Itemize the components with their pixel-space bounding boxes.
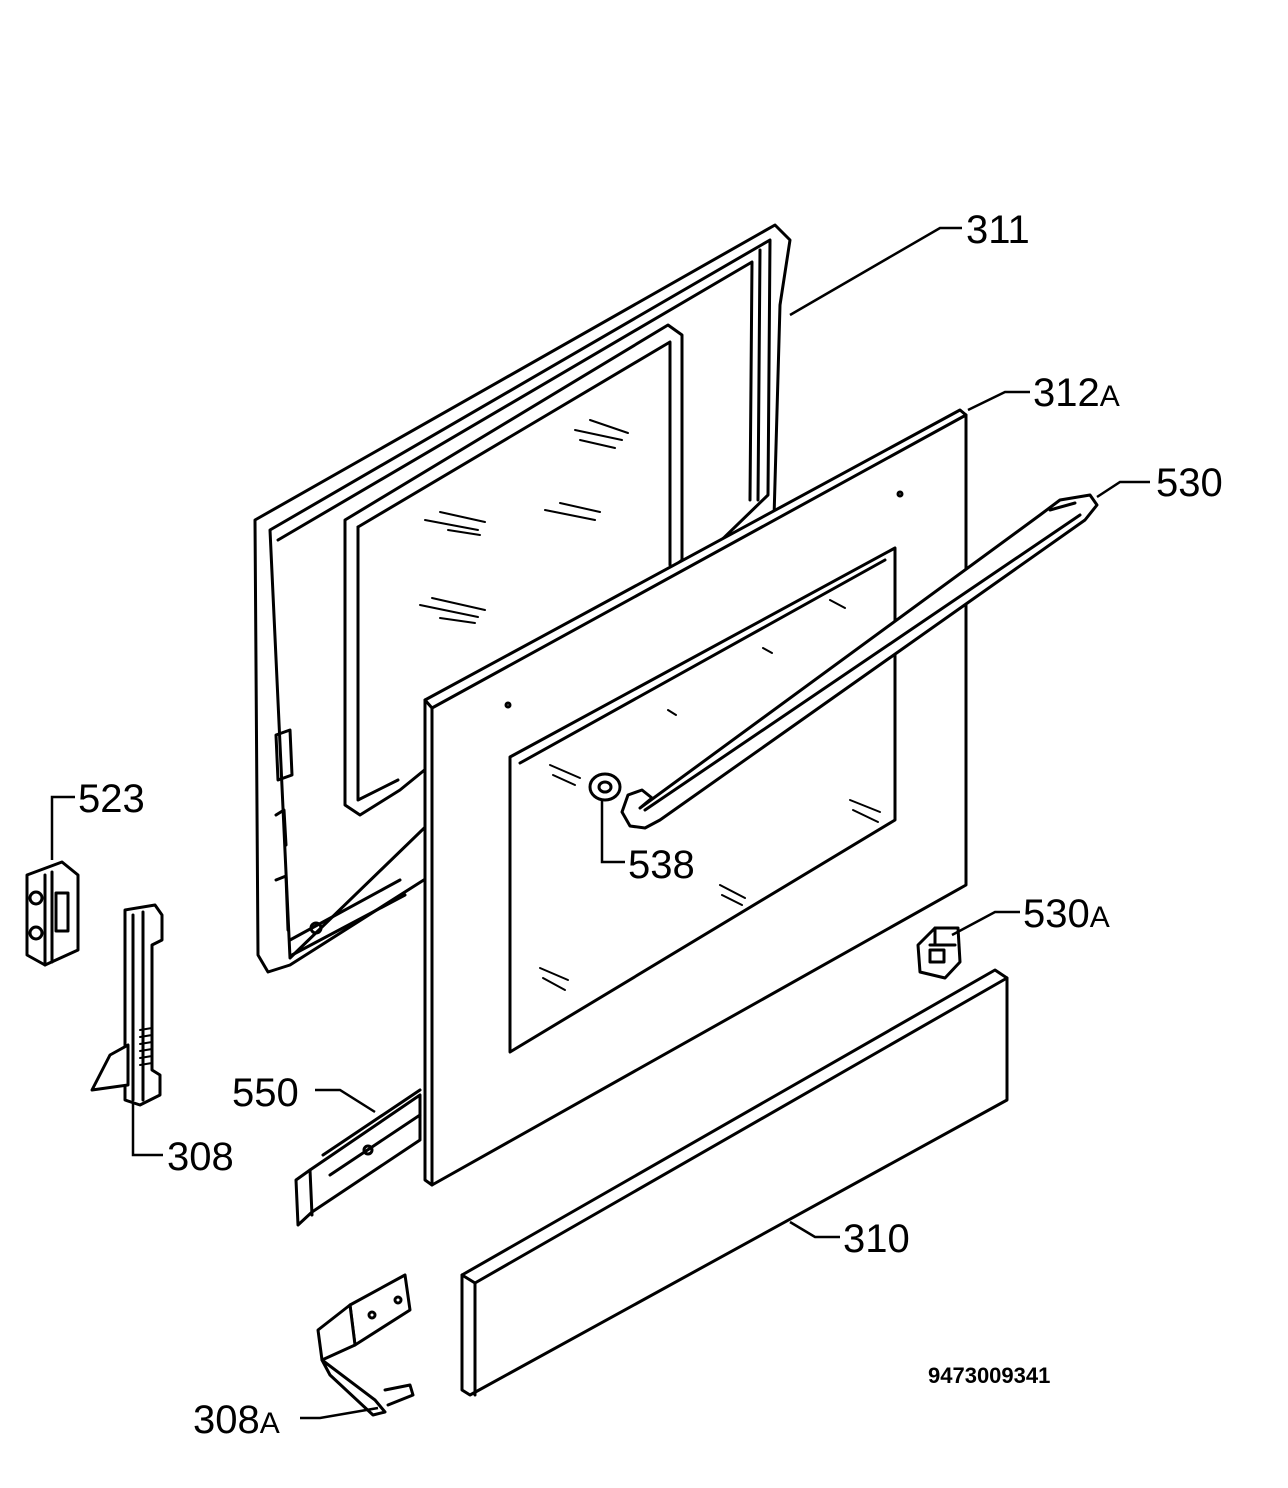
label-308a: 308A xyxy=(193,1398,280,1442)
label-312a: 312A xyxy=(1033,371,1120,415)
label-550: 550 xyxy=(232,1071,299,1115)
leader-538 xyxy=(600,800,625,864)
leader-310 xyxy=(789,1220,840,1239)
part-523-hinge-plate xyxy=(25,860,80,967)
leader-311 xyxy=(789,226,962,317)
part-labels: 311 312A 530 523 538 530A 550 308 310 30… xyxy=(78,208,1223,1442)
label-311: 311 xyxy=(966,208,1030,252)
label-310: 310 xyxy=(843,1217,910,1261)
part-530a-end-cap xyxy=(916,926,962,980)
leader-523 xyxy=(50,795,75,860)
part-308a-bracket xyxy=(316,1273,415,1417)
label-523: 523 xyxy=(78,777,145,821)
leader-lines xyxy=(50,226,1150,1420)
label-530a: 530A xyxy=(1023,892,1110,936)
part-530-handle xyxy=(620,493,1099,830)
part-308-hinge-arm xyxy=(90,903,164,1107)
leader-530 xyxy=(1096,480,1150,499)
label-538: 538 xyxy=(628,843,695,887)
part-310-trim-strip xyxy=(460,968,1009,1397)
part-550-bottom-rail xyxy=(294,1088,422,1227)
leader-308a xyxy=(300,1406,379,1420)
leader-550 xyxy=(315,1088,376,1114)
drawing-code: 9473009341 xyxy=(928,1363,1050,1388)
label-308: 308 xyxy=(167,1135,234,1179)
leader-308 xyxy=(131,1102,163,1157)
part-538-washer xyxy=(588,772,622,802)
label-530: 530 xyxy=(1156,461,1223,505)
leader-312a xyxy=(967,390,1030,412)
part-312a-outer-panel xyxy=(423,408,968,1187)
leader-530a xyxy=(951,910,1020,937)
